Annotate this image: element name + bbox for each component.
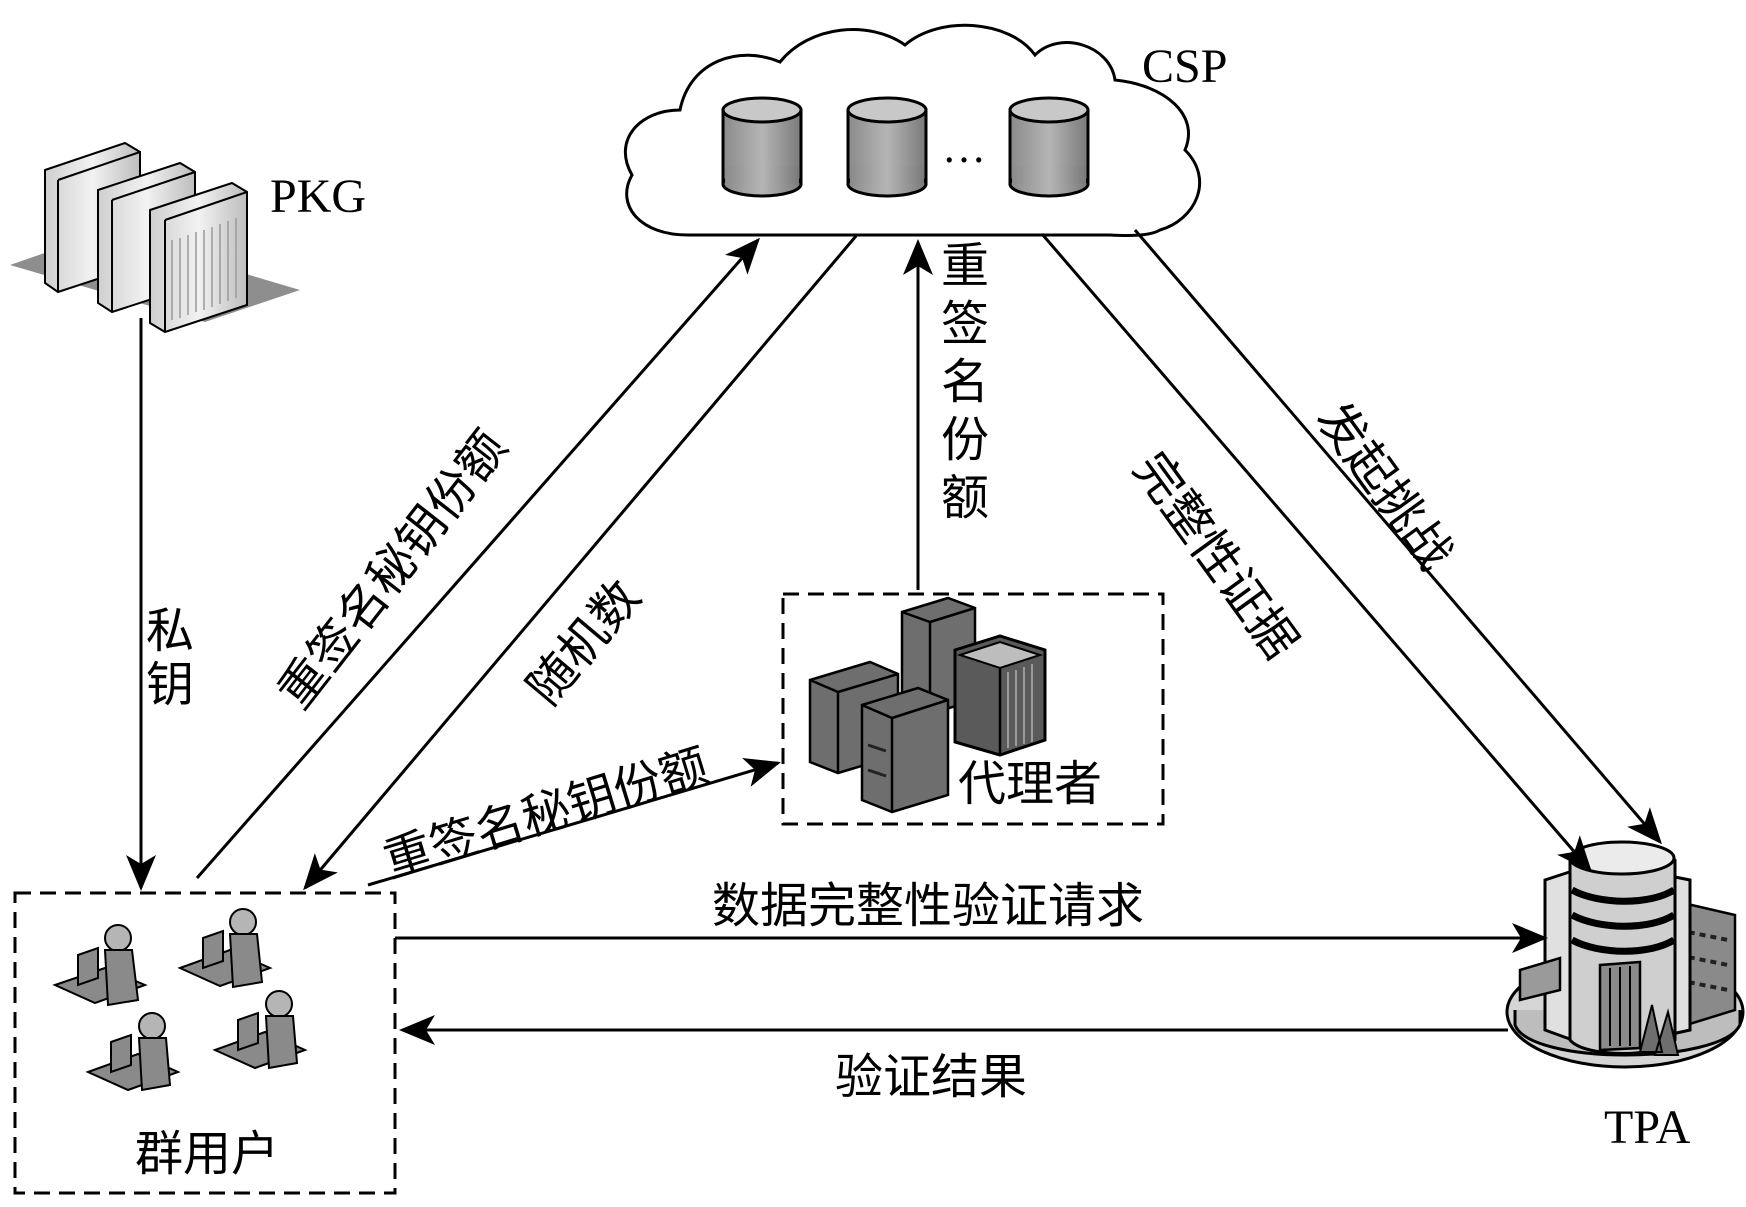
- proxy-box: [781, 592, 1165, 826]
- edge-label-resign-key-share-to-csp: 重签名秘钥份额: [267, 420, 518, 719]
- edge-resign-key-share-to-csp: [195, 237, 760, 879]
- proxy-tower-4: [860, 686, 950, 814]
- storage-cylinder-1: [721, 96, 803, 198]
- csp-cloud: …: [623, 23, 1202, 237]
- group-users-box: [13, 891, 397, 1195]
- edge-resign-key-share-to-proxy: [367, 758, 781, 887]
- user-workstation-1: [52, 924, 148, 1007]
- group-users-icon: [52, 908, 308, 1092]
- user-workstation-4: [212, 990, 308, 1070]
- group-users-label: 群用户: [135, 1126, 279, 1182]
- tpa-building-icon: [1505, 840, 1745, 1069]
- edge-label-private-key: 私钥: [137, 605, 193, 713]
- edge-label-resign-key-share-to-proxy: 重签名秘钥份额: [377, 738, 715, 890]
- edge-random-number: [303, 235, 858, 891]
- pkg-server-icon: [10, 141, 300, 334]
- proxy-tower-3: [953, 634, 1047, 757]
- edge-label-verify-result: 验证结果: [835, 1049, 1027, 1105]
- edge-label-integrity-proof: 完整性证据: [1122, 442, 1308, 669]
- storage-cylinder-2: [846, 96, 928, 198]
- edge-label-resign-share: 重签名份额: [932, 240, 988, 530]
- storage-cylinder-3: [1008, 96, 1090, 198]
- pkg-server-3: [149, 181, 248, 334]
- proxy-label: 代理者: [958, 756, 1102, 812]
- pkg-label: PKG: [270, 170, 366, 223]
- user-workstation-3: [85, 1012, 181, 1092]
- edge-initiate-challenge: [1133, 229, 1662, 845]
- edge-integrity-proof: [1040, 233, 1592, 873]
- cloud-ellipsis: …: [942, 123, 986, 172]
- edge-label-random-number: 随机数: [516, 569, 651, 715]
- user-workstation-2: [177, 908, 273, 989]
- tpa-label: TPA: [1604, 1101, 1691, 1154]
- edge-label-verify-request: 数据完整性验证请求: [712, 878, 1144, 934]
- proxy-server-icon: [808, 596, 1047, 814]
- edge-label-initiate-challenge: 发起挑战: [1305, 392, 1463, 580]
- csp-label: CSP: [1142, 40, 1227, 93]
